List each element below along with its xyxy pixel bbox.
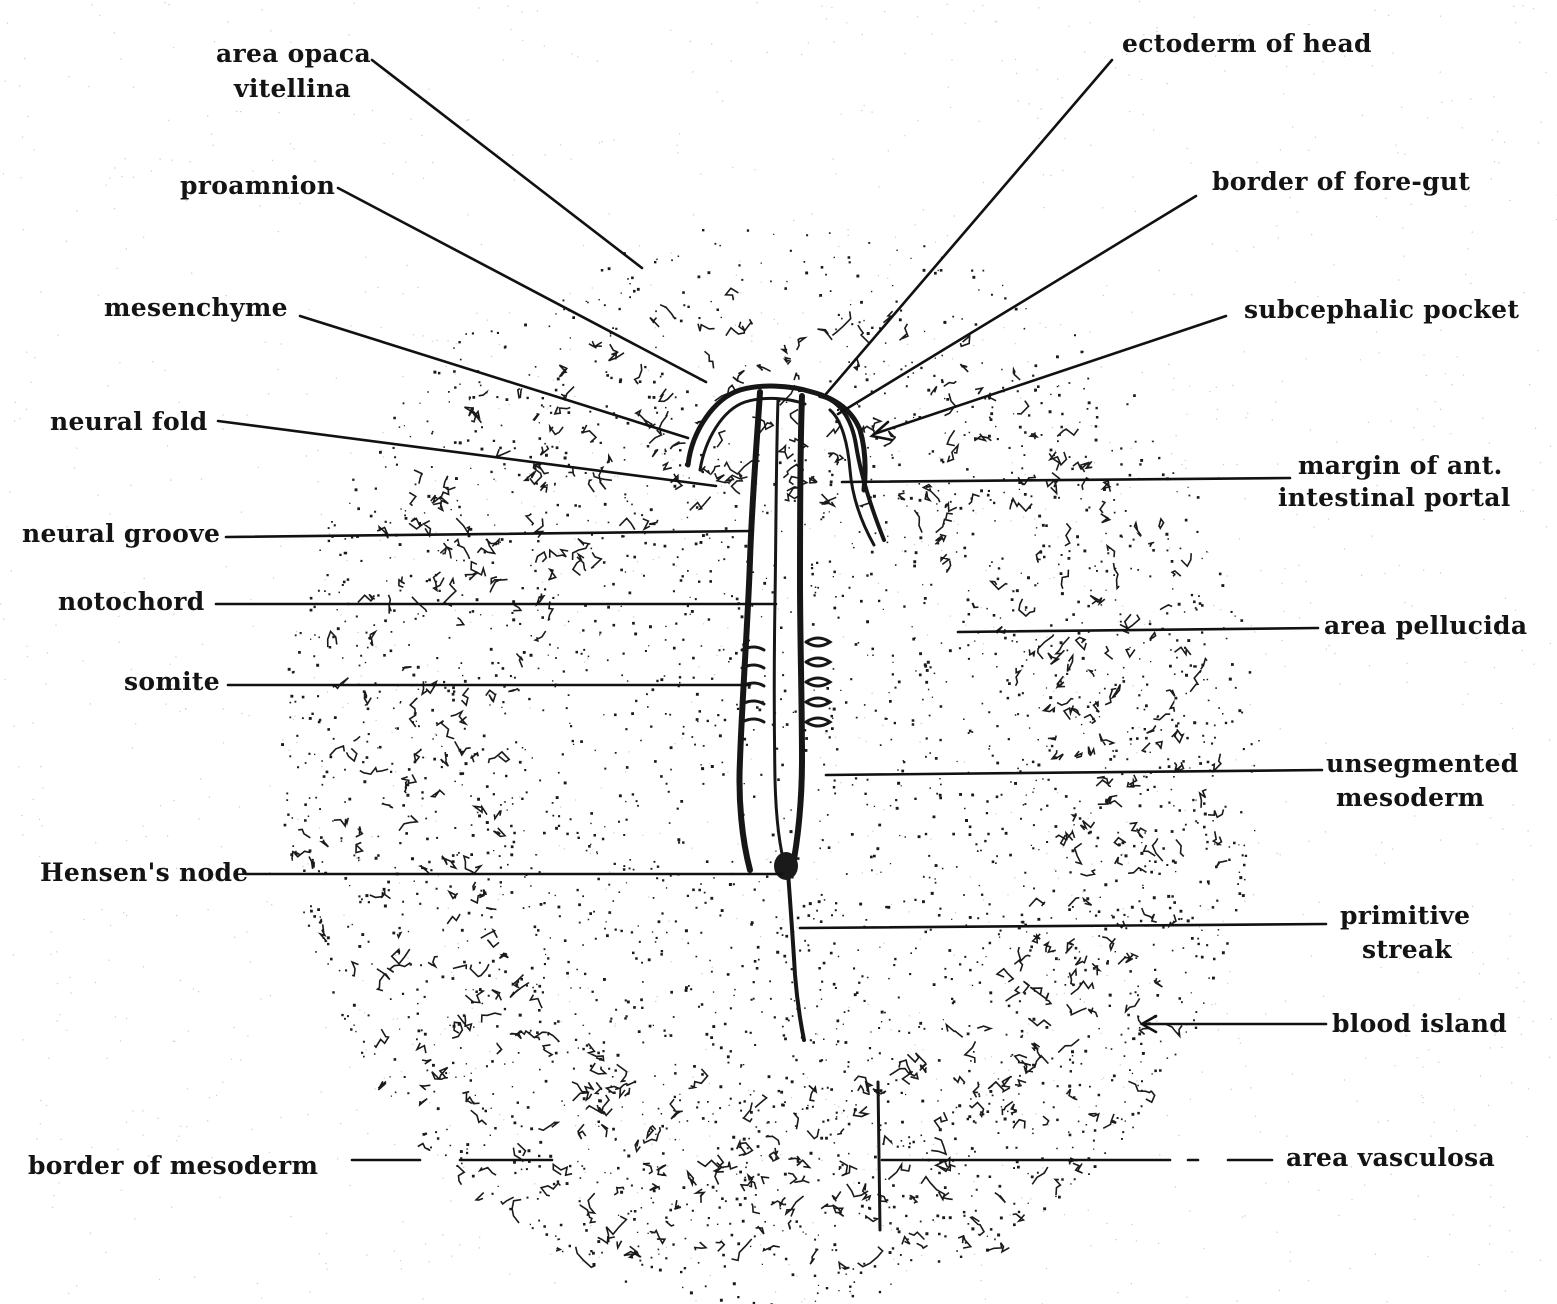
label-area-opaca-2: vitellina [233, 74, 351, 103]
label-unsegmented-1: unsegmented [1326, 749, 1519, 778]
label-neural-groove: neural groove [22, 519, 220, 548]
label-somite: somite [124, 667, 220, 696]
label-border-of-fore-gut: border of fore-gut [1212, 167, 1470, 196]
label-border-of-mesoderm: border of mesoderm [28, 1151, 318, 1180]
label-area-vasculosa: area vasculosa [1286, 1143, 1495, 1172]
label-blood-island: blood island [1332, 1009, 1507, 1038]
label-mesenchyme: mesenchyme [104, 293, 288, 322]
label-notochord: notochord [58, 587, 205, 616]
label-primitive-streak-2: streak [1362, 935, 1452, 964]
label-neural-fold: neural fold [50, 407, 208, 436]
label-intestinal-portal-1: margin of ant. [1298, 451, 1503, 480]
vasculosa-vertical-mark [878, 1082, 880, 1230]
label-primitive-streak-1: primitive [1340, 901, 1470, 930]
label-unsegmented-2: mesoderm [1336, 783, 1485, 812]
label-subcephalic-pocket: subcephalic pocket [1244, 295, 1519, 324]
label-area-pellucida: area pellucida [1324, 611, 1527, 640]
label-area-opaca-1: area opaca [216, 39, 371, 68]
label-proamnion: proamnion [180, 171, 335, 200]
hensens-node-knot [774, 852, 798, 880]
label-intestinal-portal-2: intestinal portal [1278, 483, 1511, 512]
label-hensens-node: Hensen's node [40, 858, 248, 887]
label-ectoderm-of-head: ectoderm of head [1122, 29, 1372, 58]
